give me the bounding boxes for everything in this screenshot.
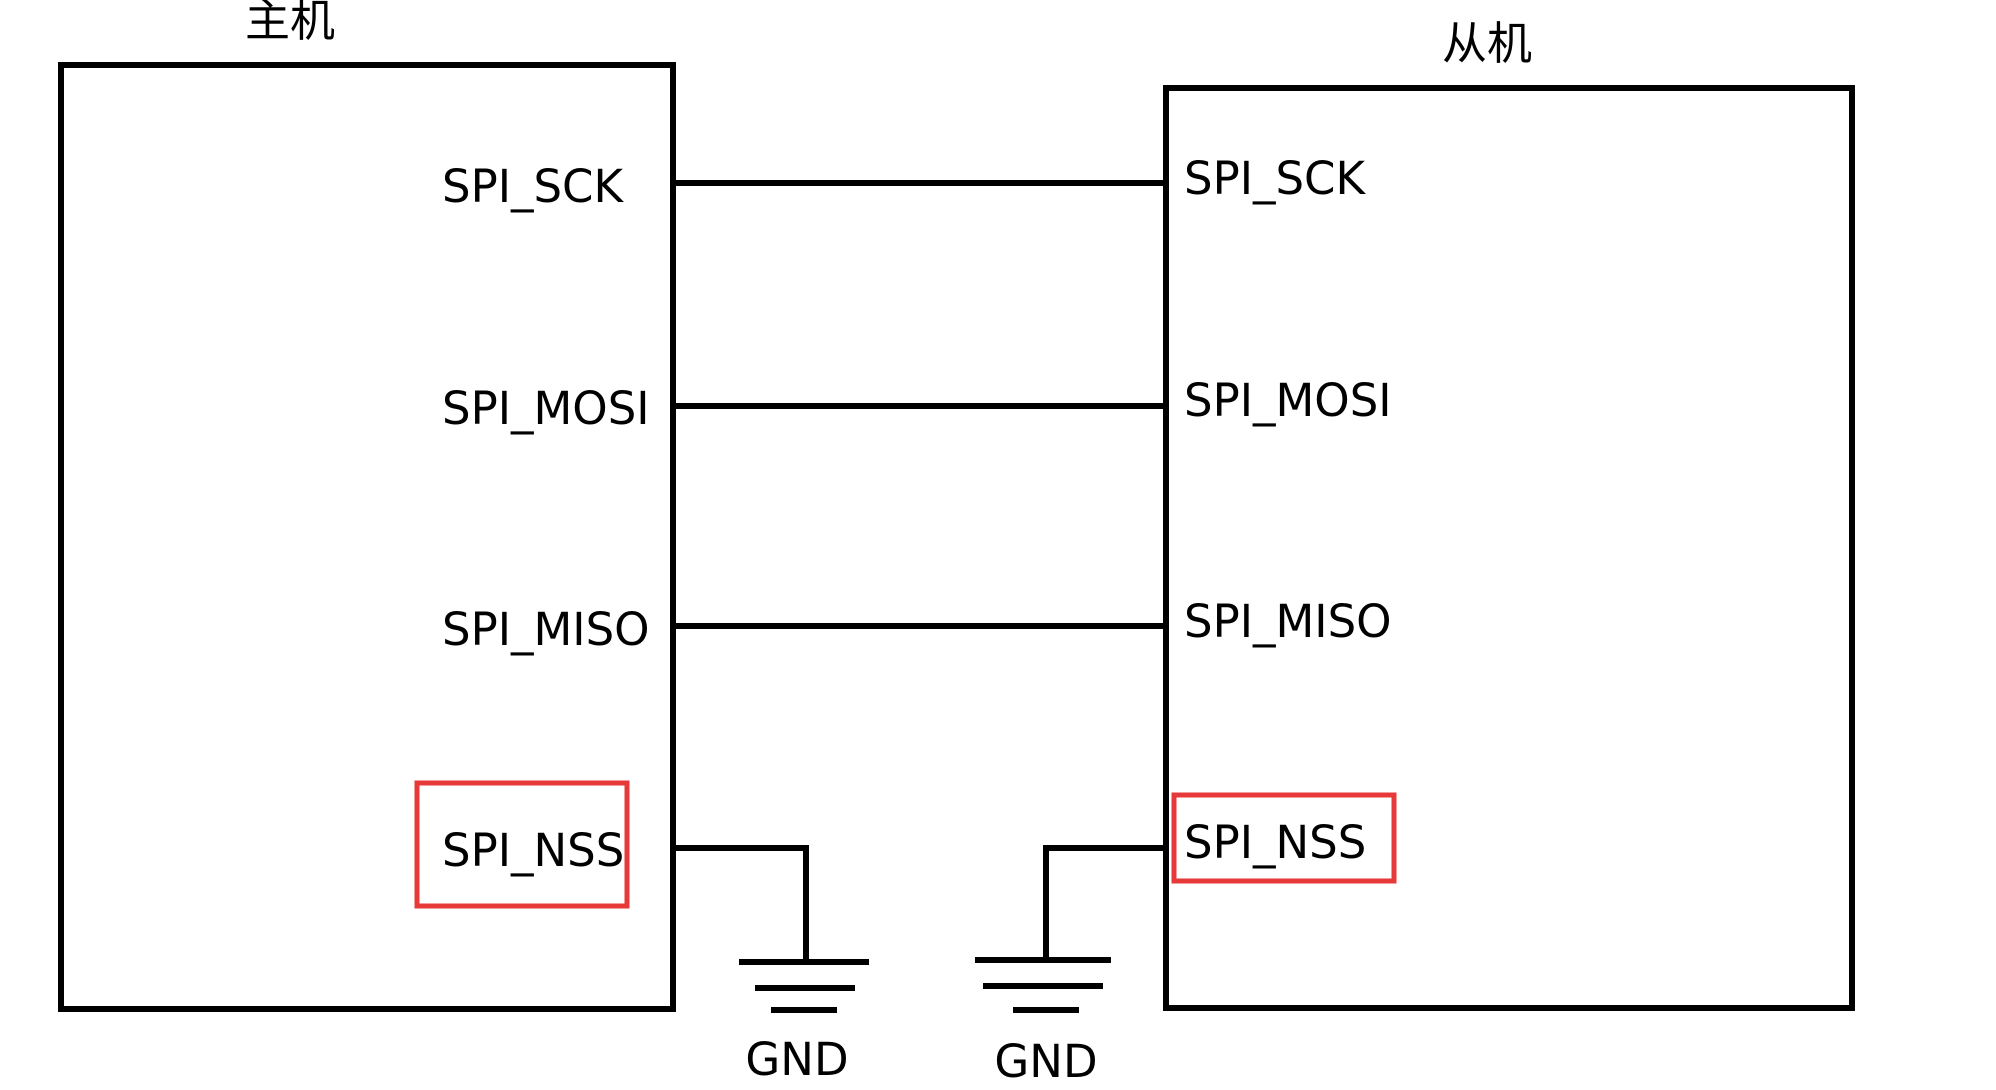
slave-pin-sck: SPI_SCK: [1184, 152, 1366, 205]
master-ground-symbol: [739, 959, 869, 1013]
master-pin-sck: SPI_SCK: [442, 160, 624, 213]
slave-box: [1163, 85, 1855, 1011]
slave-title: 从机: [1442, 17, 1532, 70]
master-title: 主机: [245, 0, 335, 47]
slave-pin-miso: SPI_MISO: [1184, 595, 1392, 648]
slave-gnd-label: GND: [994, 1035, 1097, 1088]
wire-master-nss-gnd: [670, 845, 809, 965]
slave-ground-symbol: [975, 957, 1111, 1013]
master-pin-miso: SPI_MISO: [442, 603, 650, 656]
slave-nss-highlight: [1171, 792, 1397, 884]
wire-slave-nss-gnd: [1043, 845, 1169, 963]
master-pin-nss: SPI_NSS: [442, 824, 624, 877]
master-pin-mosi: SPI_MOSI: [442, 382, 650, 435]
slave-pin-nss: SPI_NSS: [1184, 816, 1366, 869]
master-box: [58, 62, 676, 1012]
master-gnd-label: GND: [745, 1033, 848, 1086]
master-nss-highlight: [414, 780, 630, 909]
slave-pin-mosi: SPI_MOSI: [1184, 374, 1392, 427]
